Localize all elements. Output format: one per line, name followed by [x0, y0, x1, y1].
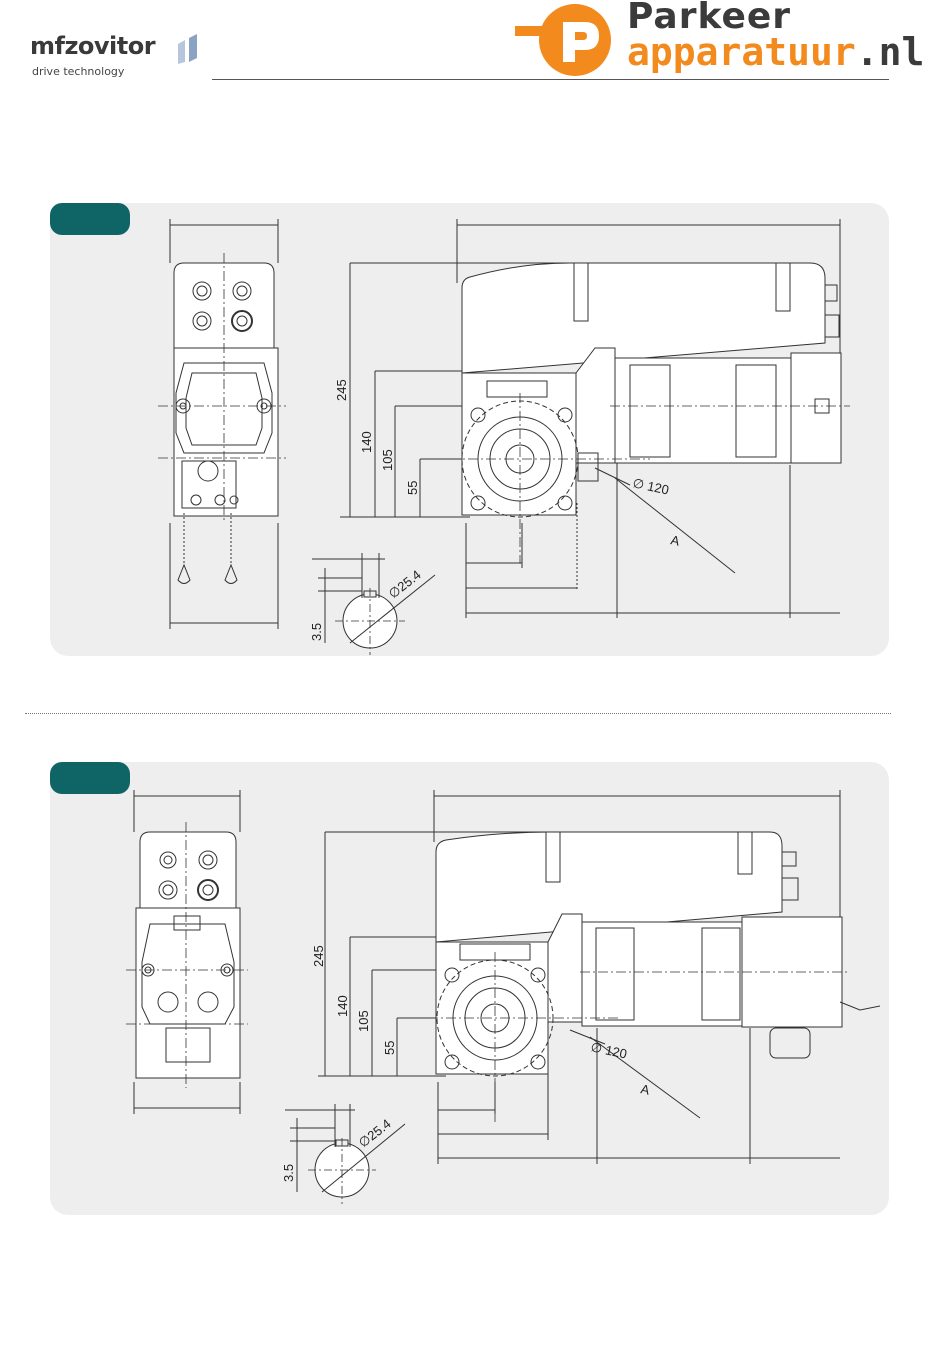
dim-105: 105 [380, 449, 395, 471]
technical-drawing-1: 245 140 105 55 ∅ 120 A ∅25.4 3.5 [50, 203, 889, 656]
dim-shaft-dia: ∅25.4 [386, 567, 424, 601]
section-divider [25, 713, 891, 714]
side-view [340, 219, 850, 618]
apparatuur-wordmark: apparatuur.nl [627, 30, 924, 74]
drawing-panel-2: 245 140 105 55 ∅ 120 A ∅25.4 3.5 [50, 762, 889, 1215]
dim-label-a: A [669, 532, 681, 549]
dim-140: 140 [359, 431, 374, 453]
drawing-panel-1: 245 140 105 55 ∅ 120 A ∅25.4 3.5 [50, 203, 889, 656]
dim-keyway: 3.5 [309, 623, 324, 641]
dim-keyway: 3.5 [281, 1164, 296, 1182]
tld-text: .nl [856, 30, 925, 74]
front-view [158, 219, 286, 629]
dim-dia120: ∅ 120 [631, 475, 670, 497]
dim-140: 140 [335, 995, 350, 1017]
parkeer-p-icon [515, 0, 625, 80]
mfzovitor-logo: mfzovitor drive technology [30, 32, 210, 82]
header-rule [212, 79, 889, 80]
technical-drawing-2: 245 140 105 55 ∅ 120 A ∅25.4 3.5 [50, 762, 889, 1215]
side-view [318, 790, 880, 1164]
dim-shaft-dia: ∅25.4 [356, 1116, 394, 1150]
front-view [126, 790, 248, 1114]
shaft-detail [312, 553, 435, 655]
apparatuur-text: apparatuur [627, 30, 856, 74]
dim-dia120: ∅ 120 [589, 1039, 628, 1061]
dim-55: 55 [405, 481, 420, 495]
mfzovitor-wordmark: mfzovitor [30, 32, 155, 60]
shaft-detail [285, 1104, 405, 1204]
dim-245: 245 [334, 379, 349, 401]
dim-245: 245 [311, 945, 326, 967]
mfzovitor-tagline: drive technology [32, 65, 124, 78]
dim-105: 105 [356, 1010, 371, 1032]
parkeerapparatuur-logo: Parkeer apparatuur.nl [515, 0, 895, 80]
dim-label-a: A [639, 1081, 651, 1098]
mfzovitor-bars-icon [176, 34, 200, 64]
dim-55: 55 [382, 1041, 397, 1055]
